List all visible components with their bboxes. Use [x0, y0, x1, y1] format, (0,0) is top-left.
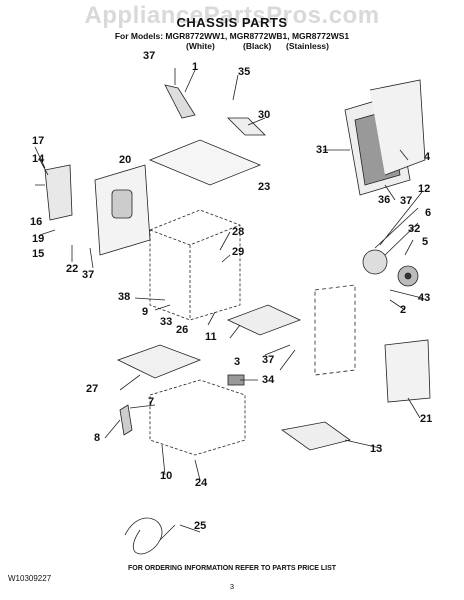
callout-30: 30	[258, 109, 270, 121]
callout-28: 28	[232, 226, 244, 238]
variant-stainless: (Stainless)	[286, 41, 329, 51]
callout-9: 9	[142, 306, 148, 318]
callout-2: 2	[400, 304, 406, 316]
callout-14: 14	[32, 153, 45, 165]
callout-37-3: 37	[262, 354, 274, 366]
callout-26: 26	[176, 324, 188, 336]
callout-15: 15	[32, 248, 44, 260]
callout-32: 32	[408, 223, 420, 235]
callout-13: 13	[370, 443, 382, 455]
callout-6: 6	[425, 207, 431, 219]
callout-36: 36	[378, 194, 390, 206]
callout-19: 19	[32, 233, 44, 245]
page-number: 3	[229, 582, 235, 591]
callout-23: 23	[258, 181, 270, 193]
callout-3: 3	[234, 356, 240, 368]
callout-20: 20	[119, 154, 131, 166]
ordering-note: FOR ORDERING INFORMATION REFER TO PARTS …	[127, 565, 337, 572]
callout-37: 37	[143, 50, 155, 62]
callout-33: 33	[160, 316, 172, 328]
document-number: W10309227	[8, 574, 52, 583]
callout-5: 5	[422, 236, 428, 248]
callout-34: 34	[262, 374, 275, 386]
callout-35: 35	[238, 66, 250, 78]
callout-11: 11	[205, 331, 217, 343]
models-line: For Models: MGR8772WW1, MGR8772WB1, MGR8…	[114, 31, 350, 41]
callout-8: 8	[94, 432, 100, 444]
callout-43: 43	[418, 292, 430, 304]
callout-31: 31	[316, 144, 328, 156]
callout-4: 4	[424, 151, 431, 163]
callout-27: 27	[86, 383, 98, 395]
callout-7: 7	[148, 396, 154, 408]
callout-38: 38	[118, 291, 130, 303]
callout-25: 25	[194, 520, 206, 532]
variant-black: (Black)	[243, 41, 272, 51]
callout-17: 17	[32, 135, 44, 147]
callout-12: 12	[418, 183, 430, 195]
callout-21: 21	[420, 413, 432, 425]
site-watermark: AppliancePartsPros.com	[84, 2, 380, 29]
callout-37-2: 37	[400, 195, 412, 207]
variant-white: (White)	[186, 41, 215, 51]
callout-1: 1	[192, 61, 198, 73]
callout-24: 24	[195, 477, 208, 489]
callout-29: 29	[232, 246, 244, 258]
callout-37-4: 37	[82, 269, 94, 281]
callout-16: 16	[30, 216, 42, 228]
page-title: CHASSIS PARTS	[176, 15, 288, 30]
callout-22: 22	[66, 263, 78, 275]
callout-10: 10	[160, 470, 172, 482]
